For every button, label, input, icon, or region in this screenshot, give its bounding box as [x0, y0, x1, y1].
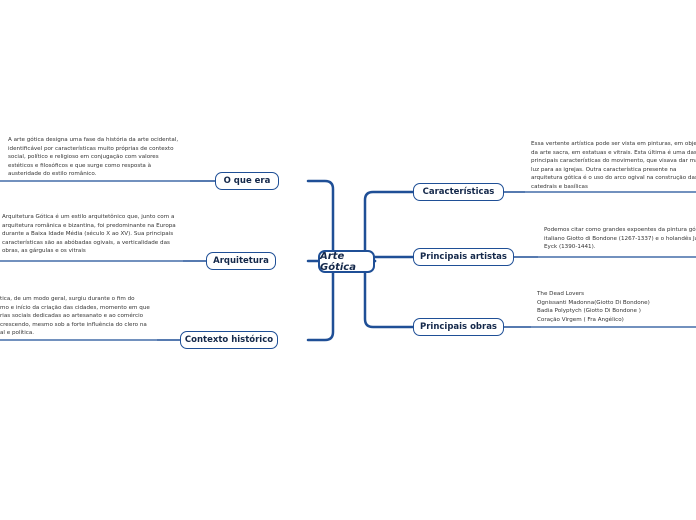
note-o-que-era: A arte gótica designa uma fase da histór… [8, 137, 179, 178]
topic-contexto-historico[interactable]: Contexto histórico [180, 331, 278, 349]
central-topic[interactable]: Arte Gótica [318, 250, 375, 273]
topic-o-que-era[interactable]: O que era [215, 172, 279, 190]
note-contexto-historico: tica, de um modo geral, surgiu durante o… [0, 296, 150, 337]
note-principais-obras: The Dead Lovers Ognissanti Madonna(Giott… [537, 291, 650, 323]
topic-principais-artistas[interactable]: Principais artistas [413, 248, 514, 266]
note-arquitetura: Arquitetura Gótica é um estilo arquitetô… [2, 214, 176, 255]
note-principais-artistas: Podemos citar como grandes expoentes da … [544, 227, 696, 251]
link-center-o-que-era [306, 179, 342, 263]
topic-caracteristicas[interactable]: Características [413, 183, 504, 201]
note-caracteristicas: Essa vertente artística pode ser vista e… [531, 141, 696, 190]
topic-arquitetura[interactable]: Arquitetura [206, 252, 276, 270]
topic-principais-obras[interactable]: Principais obras [413, 318, 504, 336]
